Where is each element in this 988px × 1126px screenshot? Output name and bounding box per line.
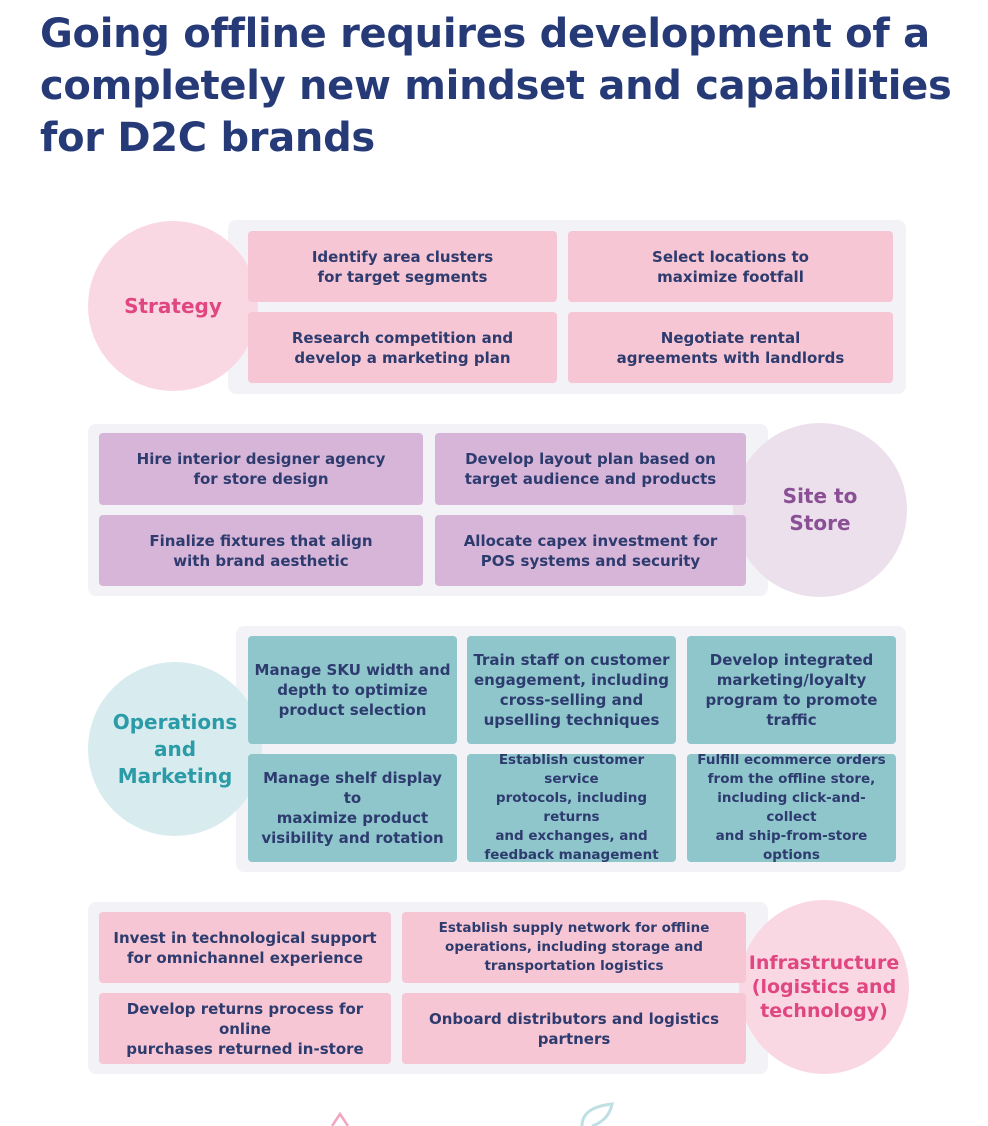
operations-marketing-card: Develop integrated marketing/loyalty pro… (687, 636, 896, 744)
infrastructure-card: Invest in technological support for omni… (99, 912, 391, 983)
strategy-circle-label: Strategy (88, 221, 258, 391)
operations-marketing-circle-label: Operations and Marketing (88, 662, 262, 836)
triangle-icon (330, 1112, 350, 1126)
strategy-card: Negotiate rental agreements with landlor… (568, 312, 893, 383)
site-to-store-card: Allocate capex investment for POS system… (435, 515, 746, 586)
site-to-store-card: Develop layout plan based on target audi… (435, 433, 746, 505)
infrastructure-circle-label: Infrastructure (logistics and technology… (739, 900, 909, 1074)
page-title: Going offline requires development of a … (40, 11, 952, 161)
infrastructure-card: Establish supply network for offline ope… (402, 912, 746, 983)
operations-marketing-card: Manage SKU width and depth to optimize p… (248, 636, 457, 744)
strategy-card: Identify area clusters for target segmen… (248, 231, 557, 302)
site-to-store-card: Hire interior designer agency for store … (99, 433, 423, 505)
site-to-store-card: Finalize fixtures that align with brand … (99, 515, 423, 586)
infrastructure-card: Onboard distributors and logistics partn… (402, 993, 746, 1064)
operations-marketing-card: Manage shelf display to maximize product… (248, 754, 457, 862)
leaf-icon (580, 1102, 614, 1126)
infrastructure-card: Develop returns process for online purch… (99, 993, 391, 1064)
operations-marketing-card: Establish customer service protocols, in… (467, 752, 676, 863)
strategy-card: Select locations to maximize footfall (568, 231, 893, 302)
strategy-card: Research competition and develop a marke… (248, 312, 557, 383)
operations-marketing-card: Fulfill ecommerce orders from the offlin… (687, 752, 896, 863)
operations-marketing-card: Train staff on customer engagement, incl… (467, 636, 676, 744)
site-to-store-circle-label: Site to Store (733, 423, 907, 597)
